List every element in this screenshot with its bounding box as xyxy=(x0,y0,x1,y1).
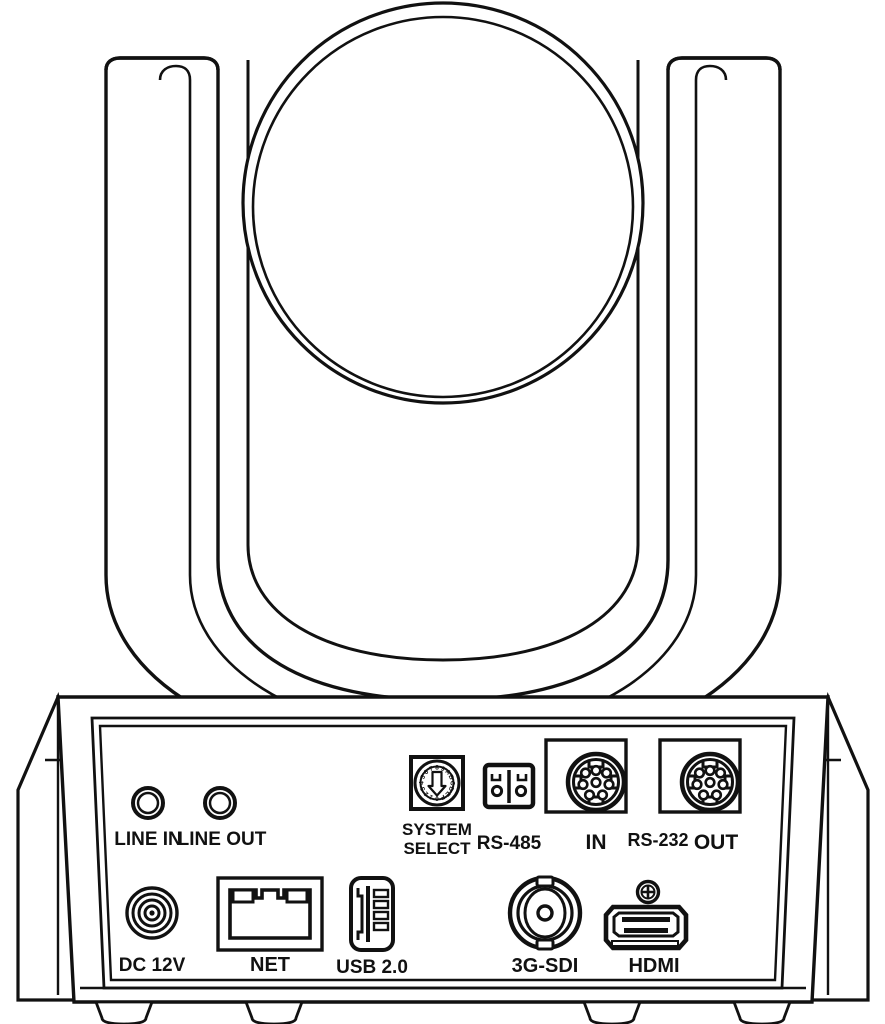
rotary-dial-icon[interactable]: 8 9 A B C D E F 0 1 2 3 4 5 6 7 xyxy=(413,759,461,807)
label-rs-485: RS-485 xyxy=(477,833,542,854)
foot-left-outer xyxy=(93,1000,155,1024)
connector-dc-12v[interactable] xyxy=(125,886,179,940)
mini-din-8pin-icon xyxy=(568,754,624,810)
connector-rs-232-out[interactable] xyxy=(658,738,742,814)
label-hdmi: HDMI xyxy=(628,955,679,977)
yoke-arm-right-cap xyxy=(666,56,782,71)
label-line-out: LINE OUT xyxy=(178,829,267,850)
label-select: SELECT xyxy=(403,839,471,858)
foot-left-inner xyxy=(243,1000,305,1024)
foot-right-outer xyxy=(731,1000,793,1024)
lens-dome-inner-ring xyxy=(251,15,635,399)
svg-text:F: F xyxy=(439,793,445,801)
svg-text:8: 8 xyxy=(435,765,439,772)
svg-text:9: 9 xyxy=(440,765,446,773)
bnc-center-pin xyxy=(536,904,554,922)
foot-right-inner xyxy=(581,1000,643,1024)
label-net: NET xyxy=(250,954,290,976)
bnc-bayonet-lug-bottom xyxy=(535,938,555,951)
label-usb: USB 2.0 xyxy=(336,957,408,978)
label-system: SYSTEM xyxy=(402,820,472,839)
terminal-screw-right xyxy=(514,784,528,798)
svg-text:7: 7 xyxy=(428,765,434,773)
rj45-led-right xyxy=(285,888,309,904)
svg-text:A: A xyxy=(443,768,451,776)
svg-text:0: 0 xyxy=(435,794,439,801)
pan-tilt-yoke xyxy=(104,1,782,762)
connector-net[interactable] xyxy=(216,876,324,952)
hdmi-screw xyxy=(635,879,661,905)
base-feet xyxy=(93,1000,793,1024)
connector-system-select[interactable]: 8 9 A B C D E F 0 1 2 3 4 5 6 7 xyxy=(409,755,465,811)
svg-text:D: D xyxy=(447,785,455,792)
usb-contacts xyxy=(372,888,390,932)
connector-hdmi[interactable] xyxy=(603,904,689,951)
svg-text:B: B xyxy=(447,774,455,781)
phillips-screw-icon xyxy=(635,879,661,905)
hdmi-contacts xyxy=(622,917,670,933)
usb-tongue-edge xyxy=(366,886,370,942)
bnc-bayonet-lug-top xyxy=(535,875,555,888)
dial-hex-markings: 8 9 A B C D E F 0 1 2 3 4 5 6 7 xyxy=(419,765,456,802)
label-3g-sdi: 3G-SDI xyxy=(512,955,579,977)
connector-line-out[interactable] xyxy=(203,786,237,820)
terminal-clamp-left xyxy=(490,774,502,782)
hdmi-base-lip xyxy=(611,940,679,947)
terminal-clamp-right xyxy=(516,774,528,782)
connector-line-in[interactable] xyxy=(131,786,165,820)
label-rs-232-in: IN xyxy=(586,831,607,854)
connector-rs-232-in[interactable] xyxy=(544,738,628,814)
yoke-arm-left-cap xyxy=(104,56,220,71)
audio-jack-icon xyxy=(131,786,165,820)
connector-3g-sdi[interactable] xyxy=(507,875,583,951)
usb-shell-notch xyxy=(356,888,364,940)
connector-rs-485[interactable] xyxy=(482,762,536,810)
bnc-icon xyxy=(507,875,583,951)
dc-power-jack-icon xyxy=(125,886,179,940)
terminal-screw-left xyxy=(490,784,504,798)
label-rs-232-out: OUT xyxy=(694,831,739,854)
svg-text:4: 4 xyxy=(419,781,426,785)
label-line-in: LINE IN xyxy=(114,829,182,850)
mini-din-8pin-icon xyxy=(682,754,738,810)
label-dc-12v: DC 12V xyxy=(119,955,186,976)
connector-usb-2-0[interactable] xyxy=(349,876,395,952)
yoke-inner-channel xyxy=(246,60,640,662)
svg-text:6: 6 xyxy=(423,768,431,776)
dial-arrow-indicator xyxy=(427,770,447,797)
svg-text:2: 2 xyxy=(422,789,430,797)
svg-text:C: C xyxy=(448,781,455,786)
label-rs-232-group: RS-232 xyxy=(627,830,688,850)
svg-text:5: 5 xyxy=(419,774,427,780)
svg-text:3: 3 xyxy=(419,785,427,791)
svg-text:E: E xyxy=(443,790,451,798)
rj45-led-left xyxy=(231,888,255,904)
svg-text:1: 1 xyxy=(428,793,434,801)
audio-jack-icon xyxy=(203,786,237,820)
